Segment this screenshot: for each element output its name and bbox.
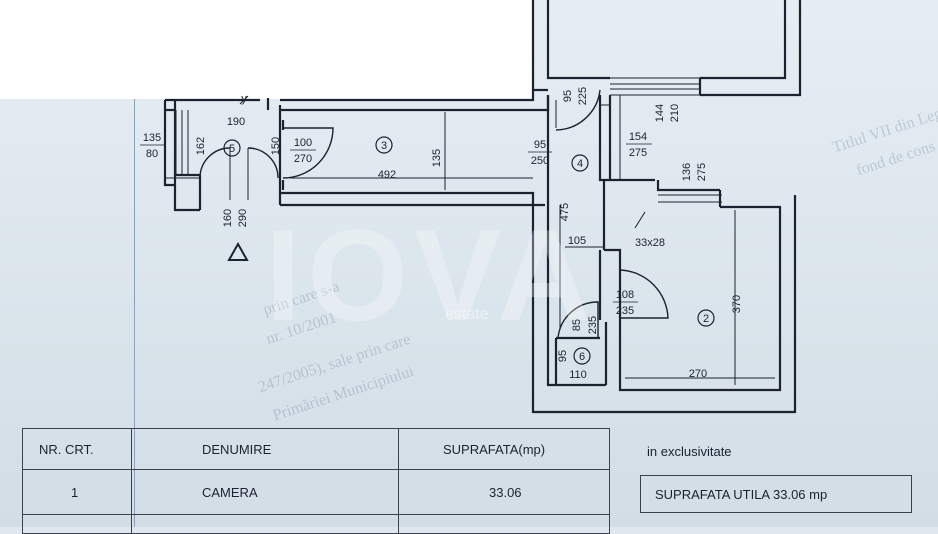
dim-110: 110 xyxy=(569,369,587,381)
row-2-suprafata xyxy=(398,514,610,534)
dim-210: 210 xyxy=(669,104,681,122)
dim-136: 136 xyxy=(681,163,693,181)
dim-225: 225 xyxy=(577,87,589,105)
dim-95-mid: 95 xyxy=(534,139,546,151)
dim-270-door: 270 xyxy=(294,153,312,165)
room-label-6: 6 xyxy=(579,351,585,363)
triangle-marker-icon xyxy=(227,241,249,261)
dim-275-hall: 275 xyxy=(629,147,647,159)
row-2-denumire xyxy=(131,514,399,534)
watermark-logo: IOVA xyxy=(265,202,598,348)
header-nr-crt: NR. CRT. xyxy=(22,428,132,470)
dim-160: 160 xyxy=(222,209,234,227)
dim-80: 80 xyxy=(146,148,158,160)
dim-270-room: 270 xyxy=(689,368,707,380)
dim-190: 190 xyxy=(227,116,245,128)
dim-108: 108 xyxy=(616,289,634,301)
dim-85: 85 xyxy=(571,319,583,331)
room-marker-3 xyxy=(375,136,393,154)
dim-33x28: 33x28 xyxy=(635,237,665,249)
dim-235-wc: 235 xyxy=(587,316,599,334)
dim-154: 154 xyxy=(629,131,647,143)
dim-100: 100 xyxy=(294,137,312,149)
dim-370: 370 xyxy=(731,295,743,313)
dim-150: 150 xyxy=(270,137,282,155)
dim-95-top: 95 xyxy=(562,90,574,102)
dim-135-corridor: 135 xyxy=(431,149,443,167)
dim-250: 250 xyxy=(531,155,549,167)
room-label-4: 4 xyxy=(577,158,583,170)
dim-105: 105 xyxy=(568,235,586,247)
margin-line xyxy=(134,99,135,527)
header-denumire: DENUMIRE xyxy=(131,428,399,470)
dim-475: 475 xyxy=(559,203,571,221)
dim-135-left: 135 xyxy=(143,132,161,144)
row-1-denumire: CAMERA xyxy=(131,469,399,515)
watermark-subtext: estate xyxy=(445,306,489,323)
total-surface-box: SUPRAFATA UTILA 33.06 mp xyxy=(640,475,912,513)
dim-144: 144 xyxy=(654,104,666,122)
header-suprafata: SUPRAFATA(mp) xyxy=(398,428,610,470)
dim-492: 492 xyxy=(378,169,396,181)
room-marker-4 xyxy=(571,154,589,172)
blank-area xyxy=(0,0,532,99)
y-mark: y xyxy=(241,93,247,105)
dim-162: 162 xyxy=(195,137,207,155)
row-1-nr: 1 xyxy=(22,469,132,515)
dim-95-wc: 95 xyxy=(557,350,569,362)
room-marker-5 xyxy=(223,139,241,157)
row-2-nr xyxy=(22,514,132,534)
dim-290: 290 xyxy=(237,209,249,227)
room-marker-6 xyxy=(573,347,591,365)
room-label-2: 2 xyxy=(703,313,709,325)
room-marker-2 xyxy=(697,309,715,327)
exclusivity-note: in exclusivitate xyxy=(647,444,732,459)
room-label-3: 3 xyxy=(381,140,387,152)
dim-275-room: 275 xyxy=(696,163,708,181)
dim-235-door: 235 xyxy=(616,305,634,317)
room-label-5: 5 xyxy=(229,143,235,155)
row-1-suprafata: 33.06 xyxy=(398,469,610,515)
